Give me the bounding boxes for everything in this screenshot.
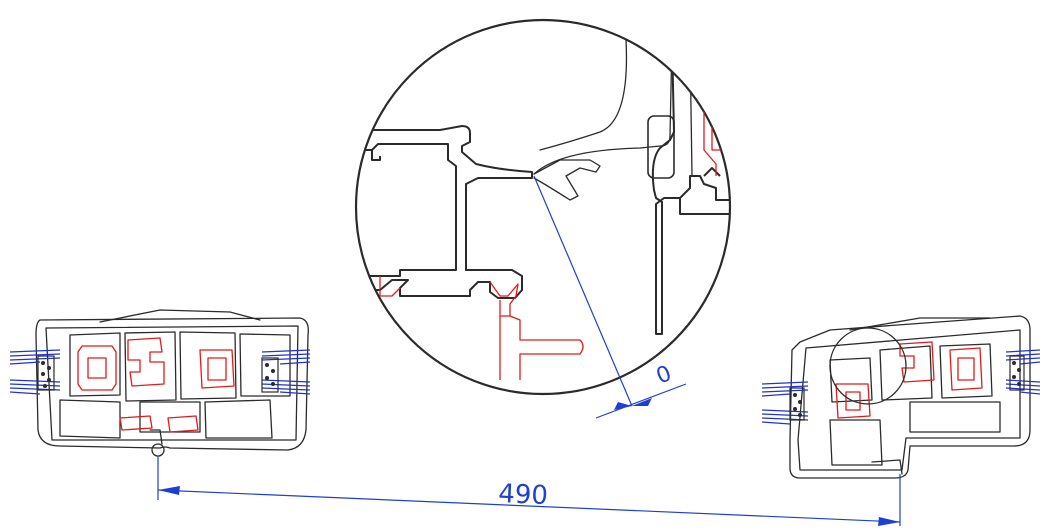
detail-right-slot — [647, 115, 675, 179]
left-profile-section — [9, 309, 311, 457]
left-thermal-break-2 — [127, 337, 165, 387]
span-arrow-left — [158, 486, 180, 495]
detail-left-inner-wall — [360, 143, 457, 277]
left-thermal-break-3 — [199, 349, 235, 389]
span-dimension-label: 490 — [498, 479, 549, 511]
detail-left-notch — [371, 150, 381, 161]
right-thermal-break-1 — [835, 383, 871, 419]
left-bottom-hook — [149, 429, 163, 445]
detail-right-outer-curve — [539, 39, 628, 151]
left-top-lip — [99, 309, 261, 323]
right-top-lip — [849, 317, 991, 331]
span-dimension-line — [157, 489, 901, 523]
left-glazing-inner — [261, 349, 311, 395]
span-dimension: 490 — [157, 456, 901, 526]
detail-enlargement-circle — [354, 18, 732, 396]
right-frame-inner — [797, 329, 1021, 471]
gap-dimension-line — [595, 383, 687, 419]
left-glazing-outer — [9, 349, 61, 395]
right-bottom-foot — [871, 459, 903, 475]
detail-callout-circle — [829, 327, 907, 405]
left-thermal-break-4 — [119, 415, 153, 431]
left-frame-inner — [45, 325, 299, 441]
left-chamber-e — [139, 401, 201, 433]
detail-red-break-left2 — [499, 300, 510, 380]
detail-left-profile — [360, 125, 533, 299]
gap-dimension: 0 — [533, 175, 687, 419]
gap-leader-line — [533, 175, 633, 407]
gap-arrow-right — [632, 398, 652, 406]
detail-right-profile — [651, 39, 730, 335]
right-chamber-b — [879, 345, 933, 401]
right-frame-outline — [789, 315, 1031, 479]
left-chamber-f — [59, 399, 121, 439]
right-chamber-d — [829, 419, 883, 466]
gap-dimension-label: 0 — [653, 361, 675, 389]
right-thermal-break-3 — [949, 347, 983, 391]
right-chamber-e — [909, 401, 1001, 433]
detail-enlargement — [354, 18, 732, 396]
gap-arrow-left — [614, 402, 632, 410]
right-chamber-c — [939, 343, 993, 399]
left-bottom-ring — [151, 443, 165, 457]
left-chamber-c — [179, 331, 237, 400]
left-thermal-break-1 — [77, 345, 117, 391]
left-chamber-d — [239, 333, 291, 397]
right-chamber-a — [829, 357, 873, 403]
left-frame-outline — [35, 317, 309, 451]
detail-red-break-left — [379, 276, 584, 380]
left-thermal-break-5 — [167, 415, 199, 433]
left-chamber-b — [124, 331, 177, 402]
right-glazing-inner — [1005, 349, 1040, 395]
right-profile-section — [761, 315, 1040, 479]
span-arrow-right — [878, 517, 900, 526]
detail-right-wedge-inner — [533, 159, 601, 201]
right-glazing-outer — [761, 381, 809, 425]
left-chamber-g — [204, 399, 273, 439]
left-chamber-a — [69, 332, 121, 397]
